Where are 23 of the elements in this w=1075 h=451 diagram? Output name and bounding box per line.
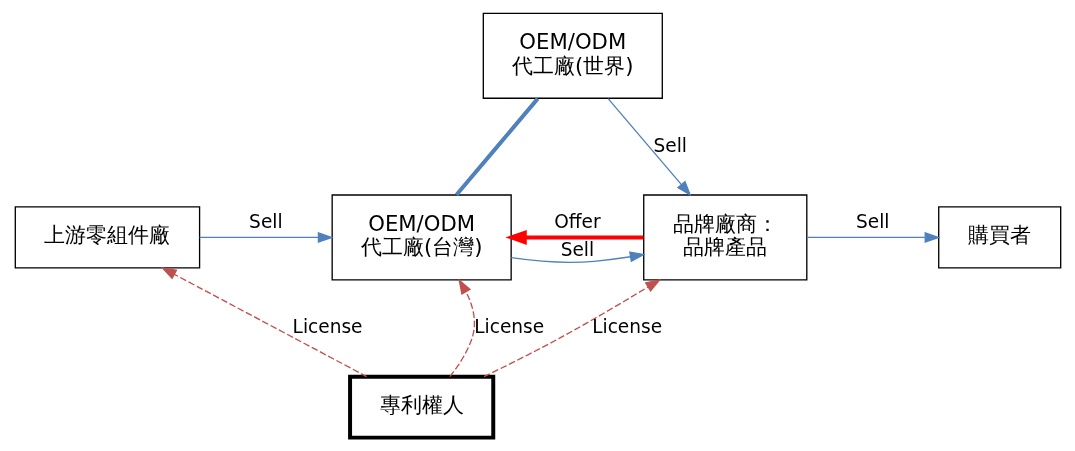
arrow (448, 278, 475, 378)
edge-label: Sell (653, 134, 687, 156)
edge-label: License (292, 316, 362, 338)
node-box: 專利權人 (347, 374, 495, 440)
node-box: 品牌廠商： 品牌產品 (642, 194, 807, 281)
edge-label: Offer (553, 211, 601, 233)
arrow (805, 231, 940, 243)
edge-label: License (473, 316, 544, 338)
arrow (505, 230, 643, 245)
node-box: OEM/ODM 代工廠(台灣) (331, 194, 512, 281)
arrow (607, 97, 691, 197)
node-box: OEM/ODM 代工廠(世界) (482, 12, 663, 99)
arrow (482, 278, 661, 378)
node-box: 上游零組件廠 (14, 206, 200, 269)
arrow (510, 251, 646, 263)
edge-label: Sell (855, 211, 890, 233)
arrow (198, 231, 334, 243)
edge-label: Sell (560, 239, 594, 261)
edge-label: License (591, 316, 662, 338)
arrow (160, 267, 367, 378)
node-box: 購買者 (937, 206, 1061, 269)
edge-label: Sell (248, 211, 283, 233)
connector (454, 97, 539, 197)
